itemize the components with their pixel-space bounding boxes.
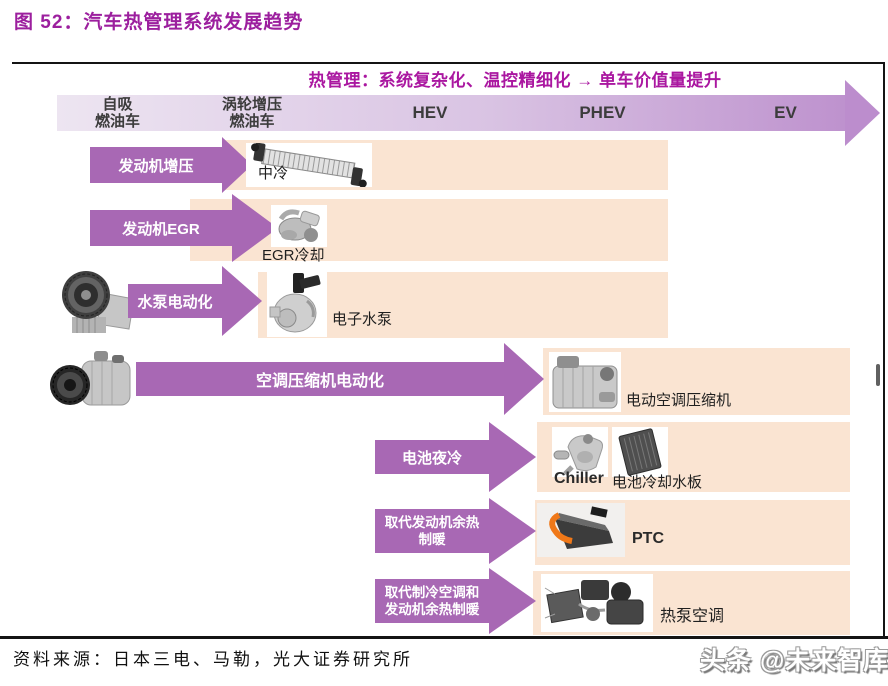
item-label-egr-cooler: EGR冷却 <box>262 247 325 264</box>
item-label-battery-cooling-plate: 电池冷却水板 <box>612 474 703 491</box>
battery-cooling-plate-icon <box>618 428 662 476</box>
arrow-engine-boost: 发动机增压 <box>90 147 222 183</box>
timeline-stage-hev: HEV <box>412 103 448 122</box>
arrow-head-icon <box>489 422 536 492</box>
frame-right-border <box>883 62 885 638</box>
arrow-head-icon <box>489 498 536 564</box>
electric-compressor-photo <box>549 352 621 412</box>
egr-cooler-photo <box>271 205 327 247</box>
watermark: 头条 @未来智库 <box>700 647 888 675</box>
ptc-heater-icon <box>549 506 613 549</box>
arrow-pump-electrification: 水泵电动化 <box>128 284 222 318</box>
arrow-head-icon <box>489 568 536 634</box>
mechanical-water-pump-photo <box>50 267 156 340</box>
heat-pump-icon <box>544 580 644 625</box>
item-label-electric-water-pump: 电子水泵 <box>332 311 393 328</box>
belt-driven-compressor-icon <box>50 351 131 406</box>
belt-driven-compressor-photo <box>48 347 136 420</box>
egr-cooler-icon <box>278 209 320 242</box>
timeline-stage-turbo-ice: 涡轮增压 燃油车 <box>221 96 282 130</box>
arrow-replace-ac-and-waste-heat: 取代制冷空调和 发动机余热制暖 <box>375 579 489 623</box>
timeline-stage-ev: EV <box>774 103 797 122</box>
heat-pump-photo <box>541 574 653 632</box>
arrow-replace-engine-waste-heat: 取代发动机余热 制暖 <box>375 509 489 553</box>
chiller-icon <box>553 434 603 476</box>
arrow-compressor-electrification: 空调压缩机电动化 <box>136 362 504 396</box>
timeline-arrow-head-icon <box>845 80 880 146</box>
item-label-ptc: PTC <box>632 530 664 547</box>
frame-top-border <box>12 62 885 64</box>
intercooler-photo <box>246 143 372 187</box>
source-note: 资料来源：日本三电、马勒，光大证券研究所 <box>13 650 413 669</box>
electric-water-pump-photo <box>267 271 327 337</box>
banner-headline: 热管理：系统复杂化、温控精细化 → 单车价值量提升 <box>308 71 722 90</box>
electric-compressor-icon <box>552 356 618 409</box>
battery-cooling-plate-photo <box>612 427 668 477</box>
arrow-battery-cooling: 电池夜冷 <box>375 440 489 474</box>
intercooler-icon <box>251 143 367 187</box>
item-label-intercooler: 中冷 <box>258 165 289 182</box>
arrow-head-icon <box>222 266 262 336</box>
arrow-head-icon <box>232 194 278 262</box>
timeline-stage-na-ice: 自吸 燃油车 <box>94 96 140 130</box>
item-label-heat-pump: 热泵空调 <box>660 608 725 625</box>
scrollbar-thumb[interactable] <box>876 364 880 386</box>
ptc-heater-photo <box>537 503 625 557</box>
chiller-photo <box>552 427 608 477</box>
frame-bottom-border <box>0 636 888 639</box>
arrow-head-icon <box>504 343 544 415</box>
arrow-engine-egr: 发动机EGR <box>90 210 232 246</box>
timeline-arrow-body <box>57 95 845 131</box>
mechanical-water-pump-icon <box>62 271 135 333</box>
item-label-electric-compressor: 电动空调压缩机 <box>626 392 732 409</box>
item-label-chiller: Chiller <box>554 470 604 487</box>
timeline-stage-phev: PHEV <box>579 103 626 122</box>
figure-title: 图 52：汽车热管理系统发展趋势 <box>14 12 304 33</box>
electric-water-pump-icon <box>269 273 321 333</box>
